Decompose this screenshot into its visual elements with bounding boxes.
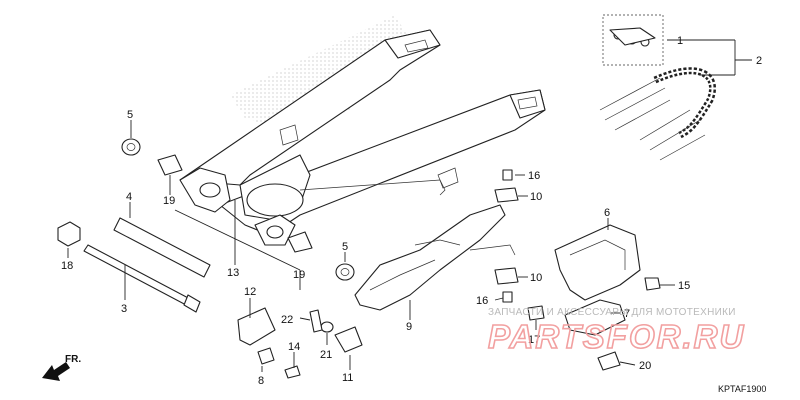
leader-lines — [67, 39, 752, 372]
chain-guide-slider — [564, 299, 626, 336]
callout-13: 13 — [227, 267, 239, 279]
collar-small — [257, 347, 275, 365]
callout-6: 6 — [604, 207, 610, 219]
callout-7: 7 — [624, 308, 630, 320]
callout-22: 22 — [281, 314, 293, 326]
callout-19-lower: 19 — [293, 269, 305, 281]
callout-12: 12 — [244, 286, 256, 298]
nut — [57, 221, 81, 247]
grommet-lower — [494, 267, 519, 285]
callout-14: 14 — [288, 341, 300, 353]
chain-guide — [554, 224, 641, 301]
swingarm-bracket — [237, 307, 276, 346]
drive-chain — [599, 67, 716, 161]
arrow-left-icon — [42, 362, 70, 381]
callout-20: 20 — [639, 360, 651, 372]
callout-16-lower: 16 — [476, 295, 488, 307]
callout-17: 17 — [528, 334, 540, 346]
collar-large — [334, 326, 363, 353]
callout-21: 21 — [320, 349, 332, 361]
callout-16-upper: 16 — [528, 170, 540, 182]
bearing-lower — [335, 263, 355, 281]
dust-seal-upper — [157, 154, 183, 176]
callout-8: 8 — [258, 375, 264, 387]
callout-9: 9 — [406, 321, 412, 333]
callout-5-lower: 5 — [342, 241, 348, 253]
swingarm — [179, 29, 546, 246]
callout-3: 3 — [121, 303, 127, 315]
pin-22 — [309, 309, 323, 333]
grommet-upper — [494, 187, 519, 203]
direction-label: FR. — [65, 354, 81, 365]
pivot-bolt — [83, 244, 201, 313]
callout-18: 18 — [61, 260, 73, 272]
callout-2: 2 — [756, 55, 762, 67]
nut-17 — [527, 305, 545, 321]
callout-4: 4 — [126, 191, 132, 203]
bearing-upper — [121, 138, 141, 156]
watermark-tagline: ЗАПЧАСТИ И АКСЕССУАРЫ ДЛЯ МОТОТЕХНИКИ — [488, 307, 736, 318]
frame-shading — [230, 15, 410, 135]
watermark-logo-text: PARTSFOR.RU — [488, 318, 745, 355]
drawing-code: KPTAF1900 — [718, 384, 766, 394]
front-direction-indicator: FR. — [42, 354, 81, 381]
callout-labels: 1 2 3 4 5 5 6 7 8 9 10 10 11 12 13 14 15… — [61, 35, 762, 387]
bolt-15 — [644, 277, 661, 291]
washer-21 — [320, 321, 334, 333]
screw-16-upper — [502, 169, 513, 181]
callout-1: 1 — [677, 35, 683, 47]
bolt-20 — [597, 351, 621, 371]
dust-seal-lower — [287, 231, 313, 253]
master-link — [602, 14, 664, 66]
chain-slider — [354, 204, 506, 311]
callout-11: 11 — [342, 372, 353, 384]
callout-19-upper: 19 — [163, 195, 175, 207]
bolt-14 — [284, 365, 301, 379]
callout-15: 15 — [678, 280, 690, 292]
callout-5-upper: 5 — [127, 109, 133, 121]
callout-10-lower: 10 — [530, 272, 542, 284]
callout-10-upper: 10 — [530, 191, 542, 203]
screw-16-lower — [502, 291, 513, 303]
pivot-collar — [113, 217, 211, 278]
